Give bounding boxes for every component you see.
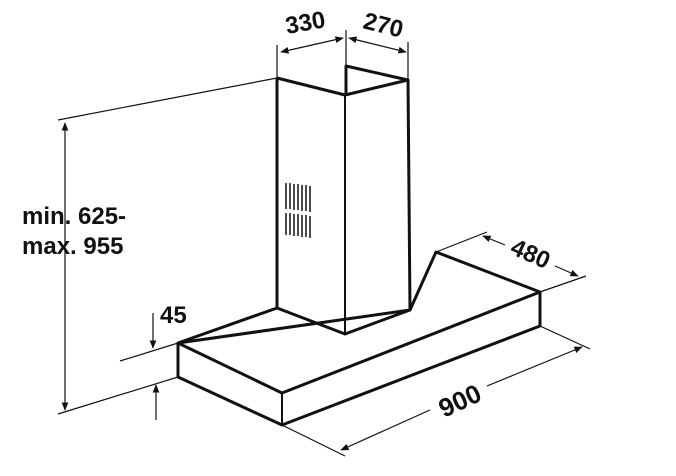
height-min-label: min. 625- — [22, 203, 126, 230]
chimney — [275, 64, 412, 336]
canopy-width-label: 900 — [434, 378, 486, 424]
canopy-depth-label: 480 — [507, 234, 555, 275]
canopy-thickness-label: 45 — [160, 302, 187, 329]
canopy — [176, 250, 542, 427]
chimney-depth-label: 270 — [361, 8, 406, 44]
dimension-lines — [57, 30, 591, 457]
height-max-label: max. 955 — [22, 233, 123, 260]
vent-grille-icon — [285, 183, 311, 238]
chimney-width-label: 330 — [283, 6, 327, 40]
